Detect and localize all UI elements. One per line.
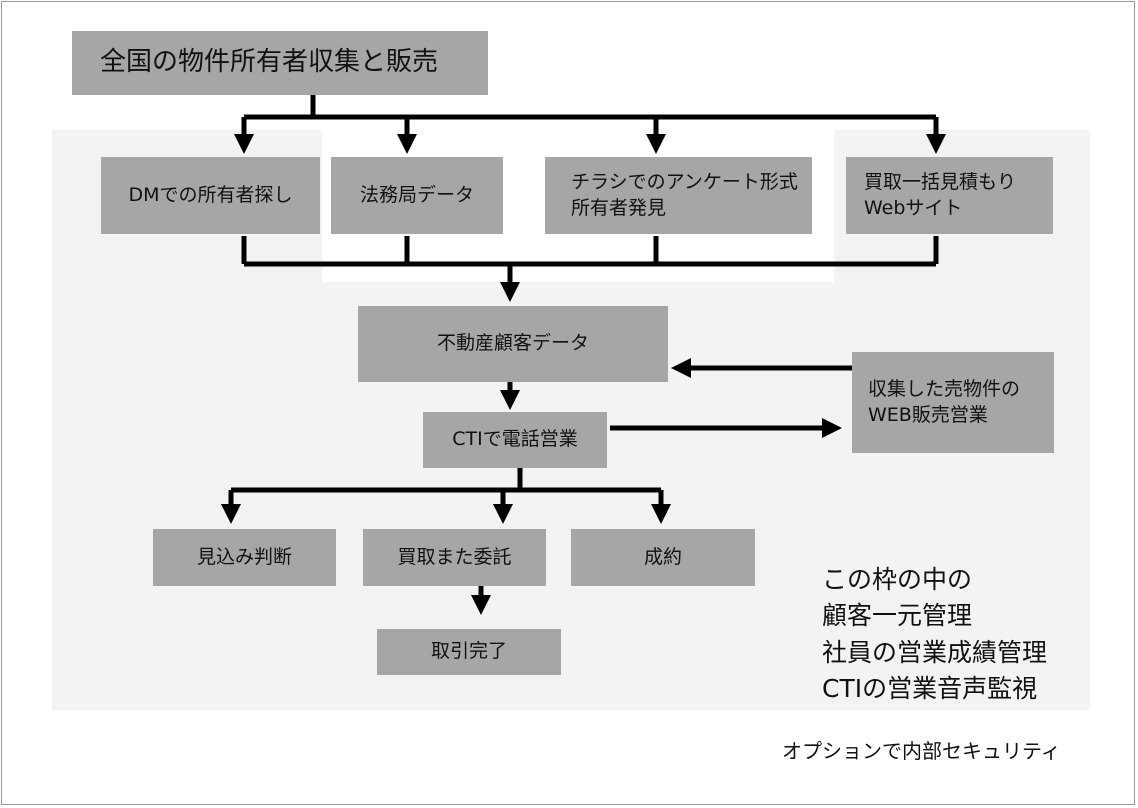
cti-sales-box: CTIで電話営業 [423,412,607,468]
title-text: 全国の物件所有者収集と販売 [100,47,439,78]
source-dm: DMでの所有者探し [101,157,320,234]
completion-label: 取引完了 [430,640,507,663]
outcome-buy-or-consign-label: 買取また委託 [397,545,512,568]
cti-sales-label: CTIで電話営業 [452,428,578,451]
management-note: この枠の中の 顧客一元管理 社員の営業成績管理 CTIの営業音声監視 [822,562,1047,707]
source-bulk-quote-site-label: 買取一括見積もり Webサイト [864,170,1017,219]
outcome-prospect: 見込み判断 [153,529,336,586]
web-sales-box: 収集した売物件の WEB販売営業 [852,352,1054,453]
outcome-contract-label: 成約 [643,545,682,568]
footer-note: オプションで内部セキュリティ [782,739,1061,763]
customer-data-box: 不動産顧客データ [358,306,668,382]
note-line: この枠の中の [822,565,973,594]
source-flyer-survey: チラシでのアンケート形式 所有者発見 [545,157,812,234]
source-legal-bureau-label: 法務局データ [359,183,474,206]
note-line: CTIの営業音声監視 [822,673,1038,703]
source-bulk-quote-site: 買取一括見積もり Webサイト [846,157,1053,234]
source-legal-bureau: 法務局データ [331,157,503,234]
outcome-contract: 成約 [571,529,755,586]
web-sales-label: 収集した売物件の WEB販売営業 [868,377,1021,426]
note-line: 顧客一元管理 [822,601,973,631]
source-flyer-survey-label: チラシでのアンケート形式 所有者発見 [571,170,798,219]
customer-data-label: 不動産顧客データ [436,332,589,355]
note-line: 社員の営業成績管理 [822,637,1048,667]
completion-box: 取引完了 [377,629,561,675]
outcome-prospect-label: 見込み判断 [196,545,292,568]
title-box: 全国の物件所有者収集と販売 [72,31,488,95]
source-dm-label: DMでの所有者探し [128,183,293,206]
outcome-buy-or-consign: 買取また委託 [363,529,546,586]
